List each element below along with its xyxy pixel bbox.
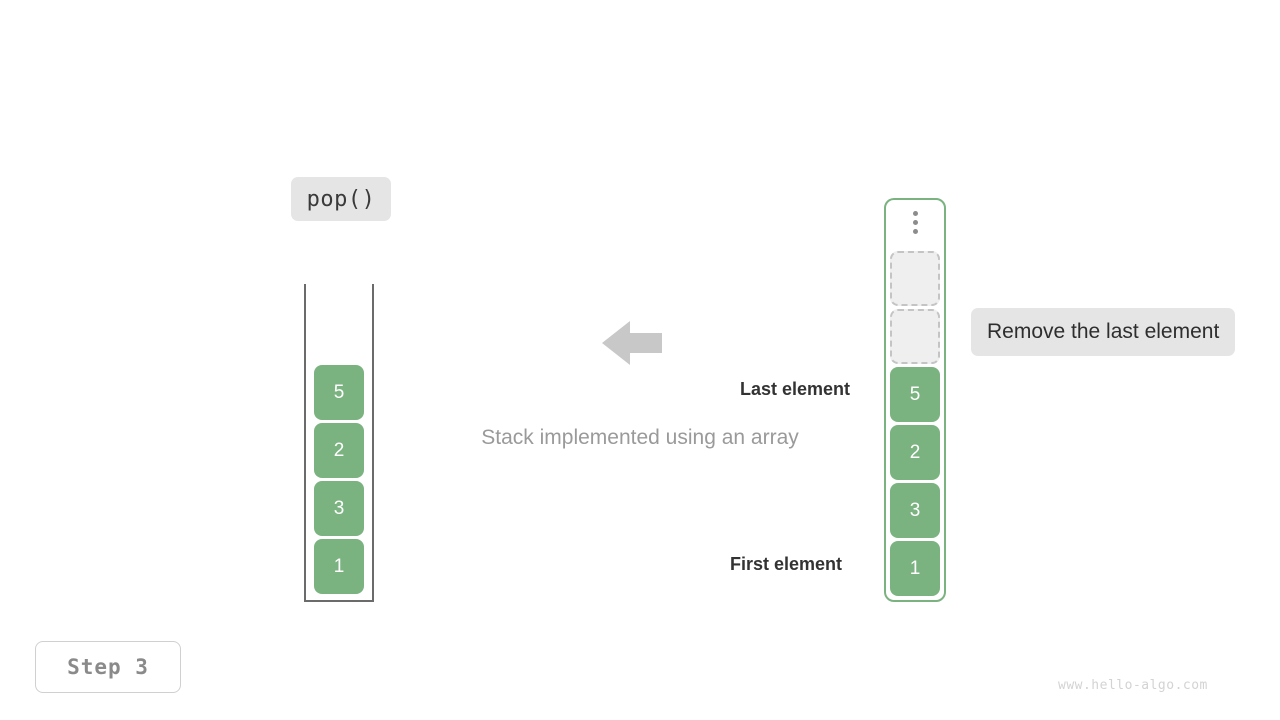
stack-cell-value: 2 — [333, 439, 345, 461]
array-cell: 5 — [890, 367, 940, 422]
array-cell-value: 5 — [909, 383, 921, 405]
step-badge: Step 3 — [35, 641, 181, 693]
first-element-label: First element — [729, 554, 842, 574]
last-element-label: Last element — [739, 379, 850, 399]
operation-label: pop() — [306, 186, 376, 212]
array-cell-value: 1 — [909, 557, 921, 579]
operation-chip: pop() — [291, 177, 391, 221]
stack-cell-value: 5 — [333, 381, 345, 403]
array-cell-value: 3 — [909, 499, 921, 521]
array-cell: 1 — [890, 541, 940, 596]
array-cell: 3 — [890, 483, 940, 538]
stack-cell-list: 5 2 3 1 — [306, 365, 372, 594]
array-empty-slot — [890, 251, 940, 306]
step-badge-label: Step 3 — [67, 655, 149, 679]
stack-cell-value: 3 — [333, 497, 345, 519]
array-empty-slot — [890, 309, 940, 364]
diagram-caption: Stack implemented using an array — [481, 426, 799, 449]
callout-text: Remove the last element — [987, 320, 1220, 343]
stack-container: 5 2 3 1 — [304, 284, 374, 602]
vertical-ellipsis-icon — [886, 211, 944, 234]
stack-cell-value: 1 — [333, 555, 345, 577]
arrow-left-icon — [602, 321, 662, 365]
stack-cell: 2 — [314, 423, 364, 478]
array-container: 5 2 3 1 — [884, 198, 946, 602]
callout-chip: Remove the last element — [971, 308, 1236, 356]
array-cell-list: 5 2 3 1 — [886, 251, 944, 596]
stack-cell: 5 — [314, 365, 364, 420]
array-cell-value: 2 — [909, 441, 921, 463]
stack-cell: 3 — [314, 481, 364, 536]
array-cell: 2 — [890, 425, 940, 480]
stack-cell: 1 — [314, 539, 364, 594]
watermark: www.hello-algo.com — [1058, 678, 1208, 693]
